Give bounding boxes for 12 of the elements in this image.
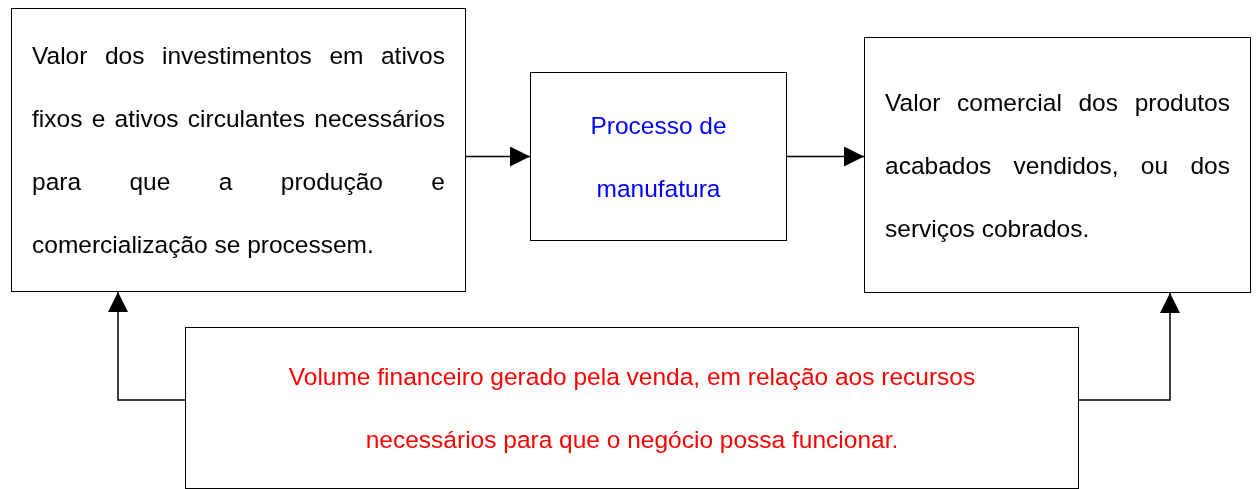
process-box <box>11 8 466 292</box>
box-text: Volume financeiro gerado pela venda, em relação aos recursos necessários para que o negócio possa funcionar. <box>287 362 977 455</box>
box-text: Valor comercial dos produtos acabados vendidos, ou dos serviços cobrados. <box>885 87 1230 244</box>
arrow <box>1078 292 1180 401</box>
box-text: Valor dos investimentos em ativos fixos e ativos circulantes necessários para que a produção e comercialização se processem. <box>32 41 445 260</box>
arrow <box>108 291 186 401</box>
process-box <box>185 327 1079 489</box>
box-text: Processo de manufatura <box>589 110 728 204</box>
process-box <box>530 72 787 241</box>
arrow <box>786 146 865 167</box>
process-box <box>864 37 1251 293</box>
arrow <box>465 146 531 167</box>
